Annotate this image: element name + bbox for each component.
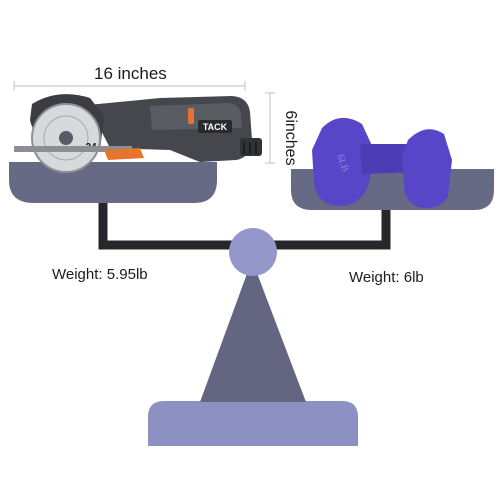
height-dimension-line	[265, 92, 275, 164]
saw-brand-badge	[198, 120, 232, 133]
left-pan	[9, 162, 217, 203]
saw-blade-inner	[43, 115, 89, 161]
circular-saw: TACK 24	[14, 94, 262, 173]
dumbbell-left-head	[312, 117, 374, 206]
dumbbell: 6LB	[312, 117, 452, 209]
dumbbell-right-head	[402, 129, 452, 209]
height-label: 6inches	[282, 110, 299, 166]
saw-depth-lever	[104, 148, 144, 160]
scale-base	[148, 401, 358, 446]
width-dimension-line	[13, 81, 246, 91]
right-weight-label: Weight: 6lb	[349, 269, 424, 286]
saw-trigger-accent	[188, 108, 194, 124]
saw-brand-text: TACK	[203, 122, 228, 132]
scale-pillar	[200, 260, 306, 402]
left-weight-label: Weight: 5.95lb	[52, 266, 148, 283]
width-label: 16 inches	[94, 64, 167, 83]
scale-pivot	[229, 228, 277, 276]
saw-blade-hub	[59, 131, 73, 145]
saw-base-plate	[14, 146, 132, 152]
